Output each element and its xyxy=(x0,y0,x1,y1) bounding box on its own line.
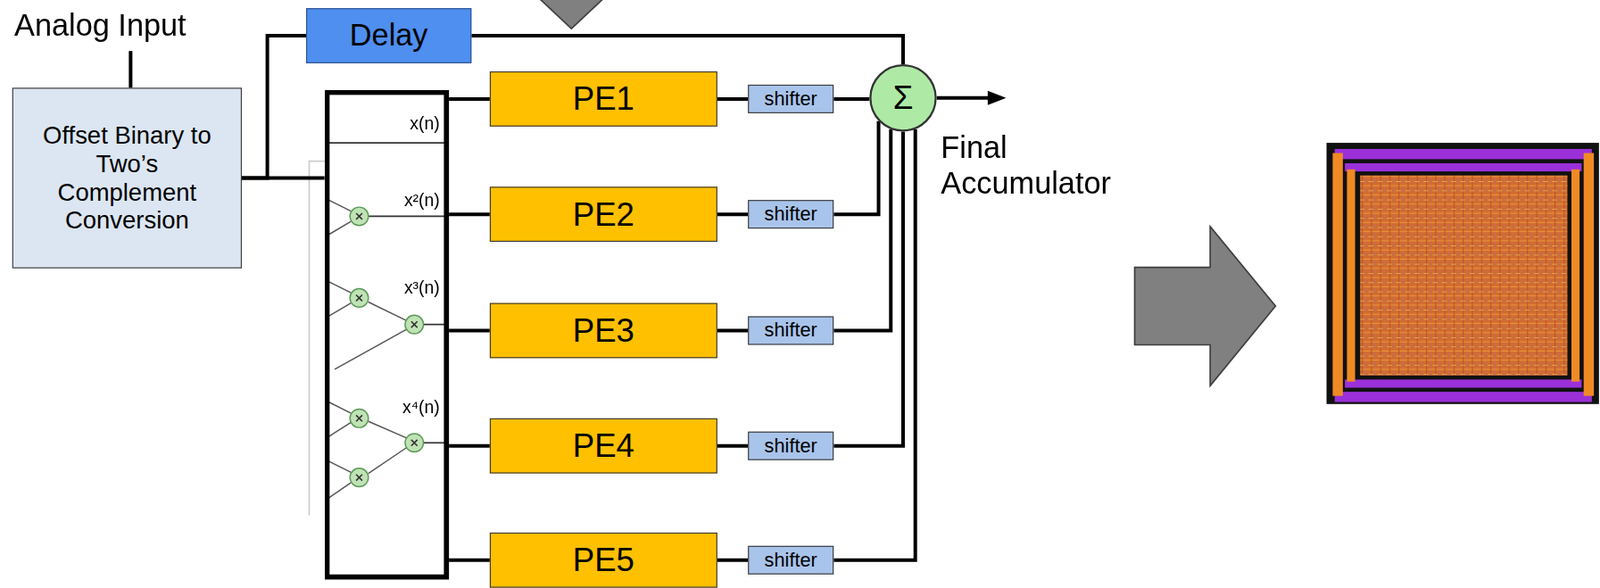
pe-box: PE4 xyxy=(489,418,718,474)
block-title: shifter xyxy=(764,87,818,110)
block-label: Final Accumulator xyxy=(940,130,1130,201)
converter-box: Offset Binary to Two’s Complement Conver… xyxy=(12,87,242,268)
block-title: shifter xyxy=(764,548,818,572)
output-wire xyxy=(936,96,993,100)
signal-wire xyxy=(833,129,891,332)
block-title: PE3 xyxy=(572,311,635,349)
block-title: PE5 xyxy=(572,541,635,580)
sum-node: Σ xyxy=(869,64,937,132)
signal-wire xyxy=(241,176,325,181)
block-title: shifter xyxy=(764,434,818,457)
block-title: PE1 xyxy=(572,80,635,118)
signal-wire xyxy=(448,212,490,216)
gray-arrow xyxy=(538,0,606,29)
signal-wire xyxy=(717,212,748,216)
block-title: Delay xyxy=(349,17,429,53)
pe-box: PE2 xyxy=(489,186,718,242)
signal-label: Analog Input xyxy=(14,8,187,43)
input-wire xyxy=(128,50,133,89)
block-title: Offset Binary to Two’s Complement Conver… xyxy=(23,121,231,234)
gray-arrow xyxy=(1135,226,1277,386)
multiplier-symbol xyxy=(349,207,423,487)
signal-wire xyxy=(448,558,490,563)
signal-wire xyxy=(448,97,490,101)
pe-box: PE1 xyxy=(489,71,718,127)
signal-wire xyxy=(717,558,748,563)
pe-box: PE3 xyxy=(489,303,718,359)
chip-layout xyxy=(1326,142,1600,405)
signal-wire xyxy=(448,444,490,448)
shifter-box: shifter xyxy=(747,431,834,461)
signal-wire xyxy=(833,132,904,447)
signal-wire xyxy=(833,129,915,561)
block-title: shifter xyxy=(764,203,818,226)
multiplier-network xyxy=(328,142,447,498)
signal-name: x⁴(n) xyxy=(402,397,440,418)
block-title: shifter xyxy=(764,319,818,342)
signal-name: x³(n) xyxy=(404,278,440,299)
shifter-box: shifter xyxy=(747,84,834,114)
multiply-cross xyxy=(356,213,418,481)
multiplier-block: x(n) x²(n) x³(n) x⁴(n) xyxy=(324,90,450,581)
signal-wire xyxy=(833,97,870,101)
signal-wire xyxy=(717,97,748,101)
block-title: PE2 xyxy=(572,195,635,233)
signal-name: x(n) xyxy=(409,114,440,134)
signal-wire xyxy=(448,328,490,332)
pe-box: PE5 xyxy=(489,532,718,588)
sum-symbol: Σ xyxy=(893,79,914,117)
signal-wire xyxy=(717,328,748,332)
signal-wire xyxy=(717,444,748,448)
signal-wire xyxy=(471,35,904,65)
arrow-head xyxy=(987,91,1007,106)
shifter-box: shifter xyxy=(747,546,834,575)
shifter-box: shifter xyxy=(747,315,834,345)
shifter-box: shifter xyxy=(747,199,834,229)
block-title: PE4 xyxy=(572,427,635,465)
delay-box: Delay xyxy=(306,8,472,64)
signal-name: x²(n) xyxy=(404,190,440,211)
signal-wire xyxy=(241,35,307,179)
signal-wire xyxy=(833,121,879,215)
